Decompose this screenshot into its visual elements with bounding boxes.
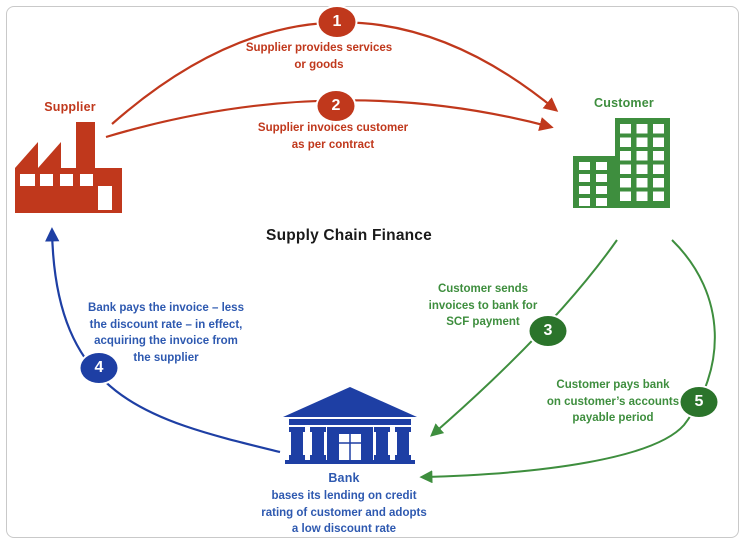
step2-badge: 2	[315, 89, 357, 123]
step4-caption: Bank pays the invoice – less the discoun…	[88, 300, 244, 366]
bank-note-line: rating of customer and adopts	[261, 506, 427, 519]
step4-caption-line: acquiring the invoice from	[94, 335, 238, 347]
step5-caption-line: Customer pays bank	[556, 379, 670, 391]
customer-label: Customer	[594, 96, 654, 110]
step3-caption-line: SCF payment	[446, 316, 520, 328]
arrow-step4-bank-to-supplier	[45, 227, 281, 454]
step5-caption-line: on customer’s accounts	[546, 395, 680, 408]
bank-note-line: a low discount rate	[291, 523, 397, 535]
step3-caption-line: Customer sends	[437, 283, 529, 295]
step5-caption-line: payable period	[572, 412, 654, 424]
supplier-label: Supplier	[44, 100, 96, 114]
step5-caption: Customer pays bank on customer’s account…	[547, 377, 679, 427]
step4-caption-line: the discount rate – in effect,	[89, 318, 243, 331]
bank-note: bases its lending on credit rating of cu…	[261, 488, 427, 538]
step3-badge: 3	[527, 314, 569, 348]
arrow-step5-customer-to-bank	[419, 239, 716, 484]
step4-caption-line: the supplier	[133, 351, 199, 364]
step1-caption-line: or goods	[294, 58, 344, 71]
step2-caption: Supplier invoices customer as per contra…	[258, 120, 408, 153]
step2-caption-line: as per contract	[291, 138, 375, 151]
supplier-factory-icon	[15, 122, 122, 213]
step1-caption: Supplier provides services or goods	[246, 40, 392, 73]
step4-caption-line: Bank pays the invoice – less	[88, 302, 244, 314]
customer-building-icon	[573, 118, 670, 208]
step3-caption-line: invoices to bank for	[428, 299, 538, 312]
step1-caption-line: Supplier provides services	[245, 42, 393, 54]
step3-caption: Customer sends invoices to bank for SCF …	[429, 281, 538, 331]
step1-badge: 1	[316, 5, 358, 39]
step4-badge: 4	[78, 351, 120, 385]
diagram-title: Supply Chain Finance	[266, 227, 432, 244]
step2-caption-line: Supplier invoices customer	[257, 122, 409, 134]
bank-label: Bank	[328, 471, 360, 485]
bank-building-icon	[283, 387, 417, 464]
step5-badge: 5	[678, 385, 720, 419]
bank-note-line: bases its lending on credit	[271, 490, 417, 502]
